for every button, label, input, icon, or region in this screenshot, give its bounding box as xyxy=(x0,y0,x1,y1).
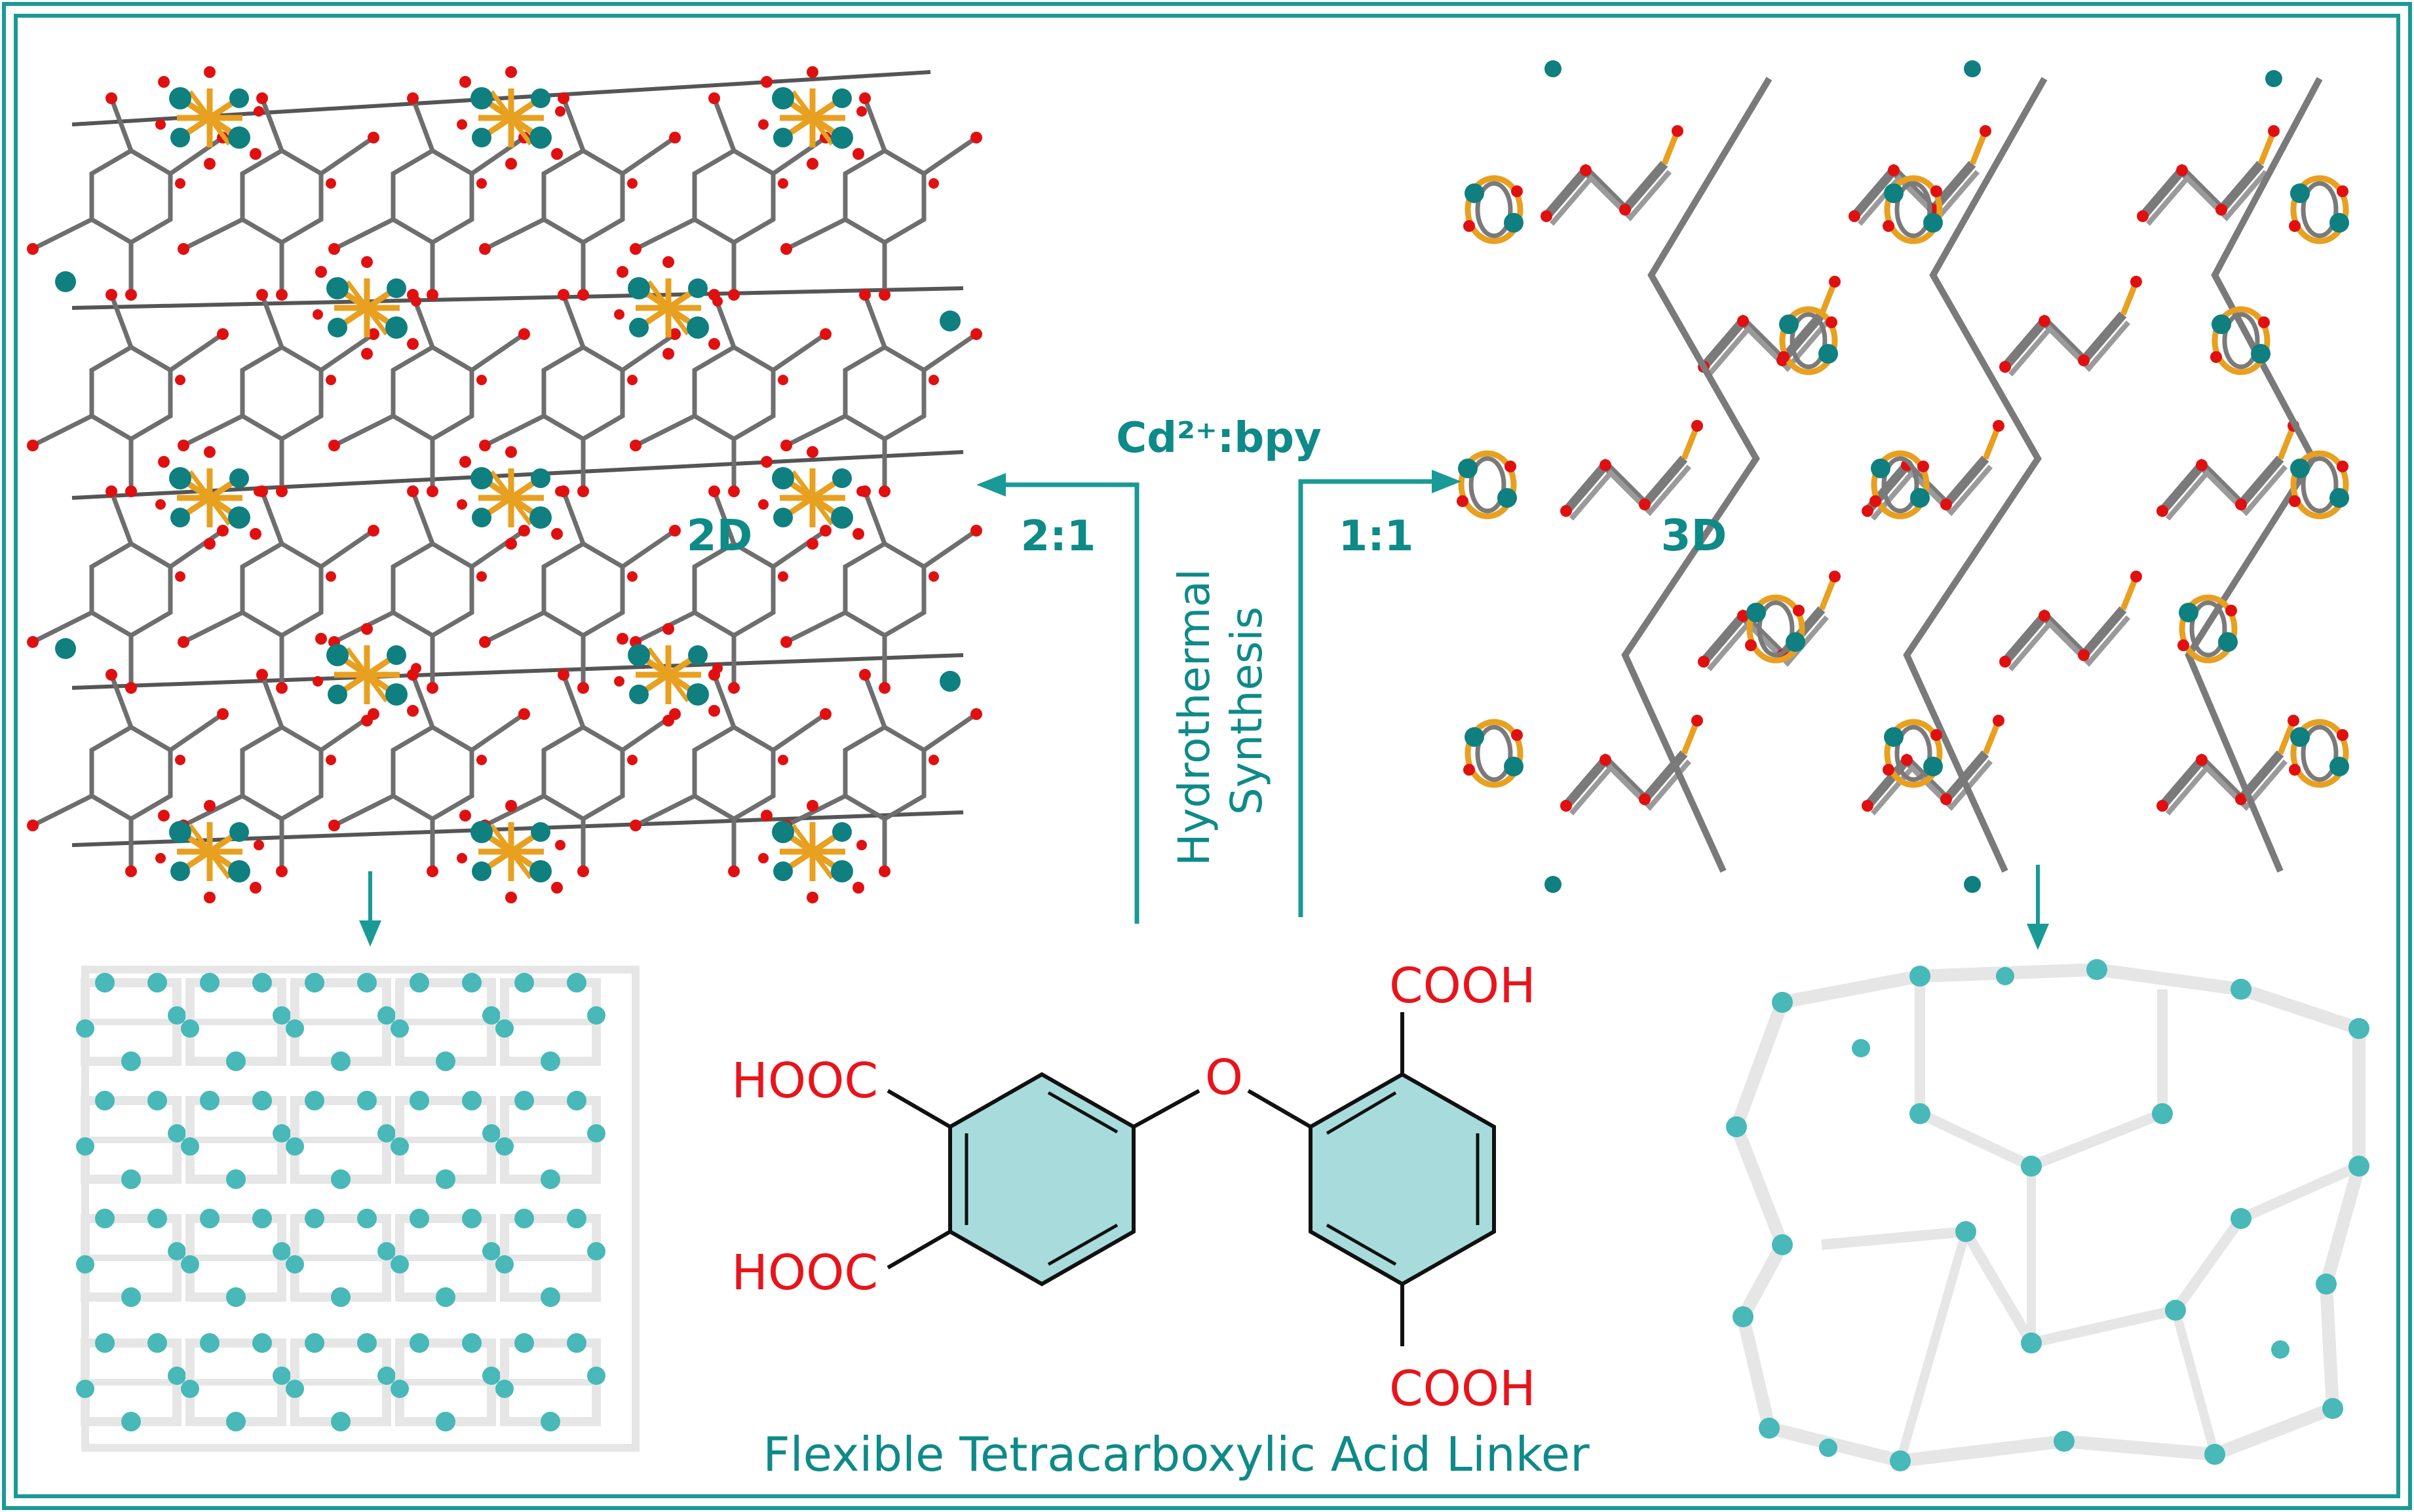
linker-molecule xyxy=(887,1012,1496,1346)
upper-left-cooh-label: HOOC xyxy=(731,1053,878,1109)
method-line2: Synthesis xyxy=(1221,607,1272,815)
arrow-down-left xyxy=(359,871,381,947)
arrow-left-line xyxy=(1003,482,1140,924)
ratio-left-label: 2:1 xyxy=(1021,512,1096,561)
inner-frame xyxy=(14,14,2400,1498)
synthesis-scheme xyxy=(976,470,1461,924)
right-benzene-ring xyxy=(1309,1072,1496,1287)
structure-2d xyxy=(27,66,982,903)
linker-caption: Flexible Tetracarboxylic Acid Linker xyxy=(763,1427,1590,1482)
arrow-left-head xyxy=(976,473,1006,497)
lower-left-cooh-label: HOOC xyxy=(731,1245,878,1301)
lower-right-cooh-label: COOH xyxy=(1389,1361,1536,1417)
dim-3d-label: 3D xyxy=(1661,510,1727,561)
method-line1: Hydrothermal xyxy=(1169,569,1219,866)
arrow-down-right xyxy=(2027,865,2049,950)
ratio-right-label: 1:1 xyxy=(1339,512,1414,561)
left-benzene-ring xyxy=(948,1072,1136,1287)
net-3d xyxy=(1726,959,2369,1471)
arrow-right-head xyxy=(1432,470,1461,493)
structure-3d xyxy=(1457,60,2349,893)
upper-right-cooh-label: COOH xyxy=(1389,958,1536,1014)
arrow-right-line xyxy=(1298,479,1435,917)
reagent-label: Cd²⁺:bpy xyxy=(1116,414,1322,463)
dim-2d-label: 2D xyxy=(687,510,753,561)
net-2d xyxy=(76,966,640,1452)
bridge-oxygen-label: O xyxy=(1205,1049,1243,1106)
